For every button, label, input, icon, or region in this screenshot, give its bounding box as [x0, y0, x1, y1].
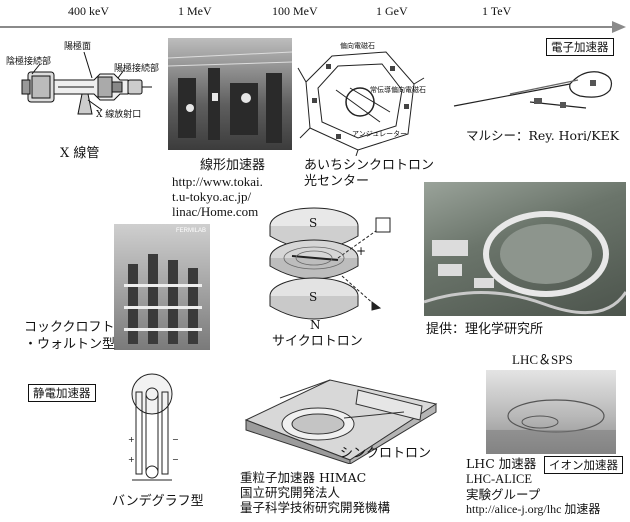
- aichi-title-line-1: あいちシンクロトロン: [304, 158, 435, 173]
- linac-url-line-3: linac/Home.com: [172, 204, 259, 219]
- cyclotron-title: サイクロトロン: [272, 334, 363, 349]
- linac-title: 線形加速器: [200, 158, 266, 173]
- svg-text:−: −: [172, 455, 179, 464]
- electron-accelerator-diagram: [453, 71, 613, 109]
- cyclotron-diagram: [269, 207, 391, 320]
- cockcroft-walton-photo: [114, 224, 210, 350]
- linac-url-line-1: http://www.tokai.: [172, 174, 263, 189]
- aichi-quad-magnet-label: 常伝導偏向電磁石: [370, 86, 426, 94]
- energy-label-400kev: 400 keV: [68, 4, 109, 18]
- xray-anode-connector-label: 陽極接続部: [114, 64, 160, 74]
- cyclotron-pole-n: N: [310, 318, 321, 332]
- linac-photo: [168, 38, 292, 150]
- cyclotron-pole-s-bottom: S: [309, 290, 318, 304]
- cyclotron-plus-sign: +: [356, 244, 367, 258]
- lhc-photo: [486, 370, 616, 454]
- himac-facility-diagram: [244, 379, 438, 464]
- lhc-title: LHC＆SPS: [512, 352, 573, 367]
- energy-label-1gev: 1 GeV: [376, 4, 408, 18]
- lhc-line-3: 実験グループ: [466, 487, 541, 502]
- himac-synchrotron-label: シンクロトロン: [340, 446, 432, 461]
- energy-label-100mev: 100 MeV: [272, 4, 318, 18]
- ion-accelerator-badge: イオン加速器: [544, 456, 623, 474]
- svg-text:−: −: [172, 435, 179, 444]
- lhc-line-2: LHC-ALICE: [466, 472, 532, 486]
- himac-line-1: 重粒子加速器 HIMAC: [240, 470, 367, 485]
- energy-label-1mev: 1 MeV: [178, 4, 212, 18]
- marcy-caption: マルシー：Rey. Hori/KEK: [466, 128, 620, 143]
- xray-tube-title: X 線管: [60, 146, 100, 161]
- svg-text:+: +: [128, 455, 135, 464]
- vandegraaff-diagram: + − + −: [128, 373, 179, 481]
- linac-url-line-2: t.u-tokyo.ac.jp/: [172, 189, 252, 204]
- lhc-line-1: LHC 加速器: [466, 456, 537, 471]
- aichi-bend-magnet-label: 偏向電磁石: [340, 42, 375, 50]
- cockcroft-title-line-1: コッククロフト: [24, 320, 115, 335]
- aichi-undulator-label: アンジュレーター: [352, 130, 408, 138]
- svg-text:+: +: [128, 435, 135, 444]
- xray-anode-face-label: 陽極面: [64, 42, 92, 52]
- aichi-synchrotron-diagram: [297, 51, 425, 156]
- lhc-line-4: http://alice-j.org/lhc 加速器: [466, 502, 601, 516]
- xray-cathode-connector-label: 陰極接続部: [6, 57, 52, 67]
- energy-label-1tev: 1 TeV: [482, 4, 512, 18]
- aichi-title-line-2: 光センター: [304, 174, 370, 189]
- riken-aerial-photo: [424, 182, 626, 316]
- riken-caption: 提供：理化学研究所: [426, 322, 544, 337]
- vandegraaff-title: バンデグラフ型: [112, 494, 204, 509]
- electrostatic-accelerator-badge: 静電加速器: [28, 384, 96, 402]
- electron-accelerator-badge: 電子加速器: [546, 38, 614, 56]
- cockcroft-title-line-2: ・ウォルトン型: [24, 337, 116, 352]
- cyclotron-pole-s-top: S: [309, 216, 318, 230]
- xray-tube-diagram: [21, 51, 152, 115]
- energy-arrow: [0, 21, 626, 33]
- xray-window-label: X 線放射口: [96, 110, 142, 120]
- fermilab-sign: FERMILAB: [176, 228, 207, 234]
- himac-line-3: 量子科学技術研究開発機構: [240, 500, 391, 515]
- himac-line-2: 国立研究開発法人: [240, 485, 341, 500]
